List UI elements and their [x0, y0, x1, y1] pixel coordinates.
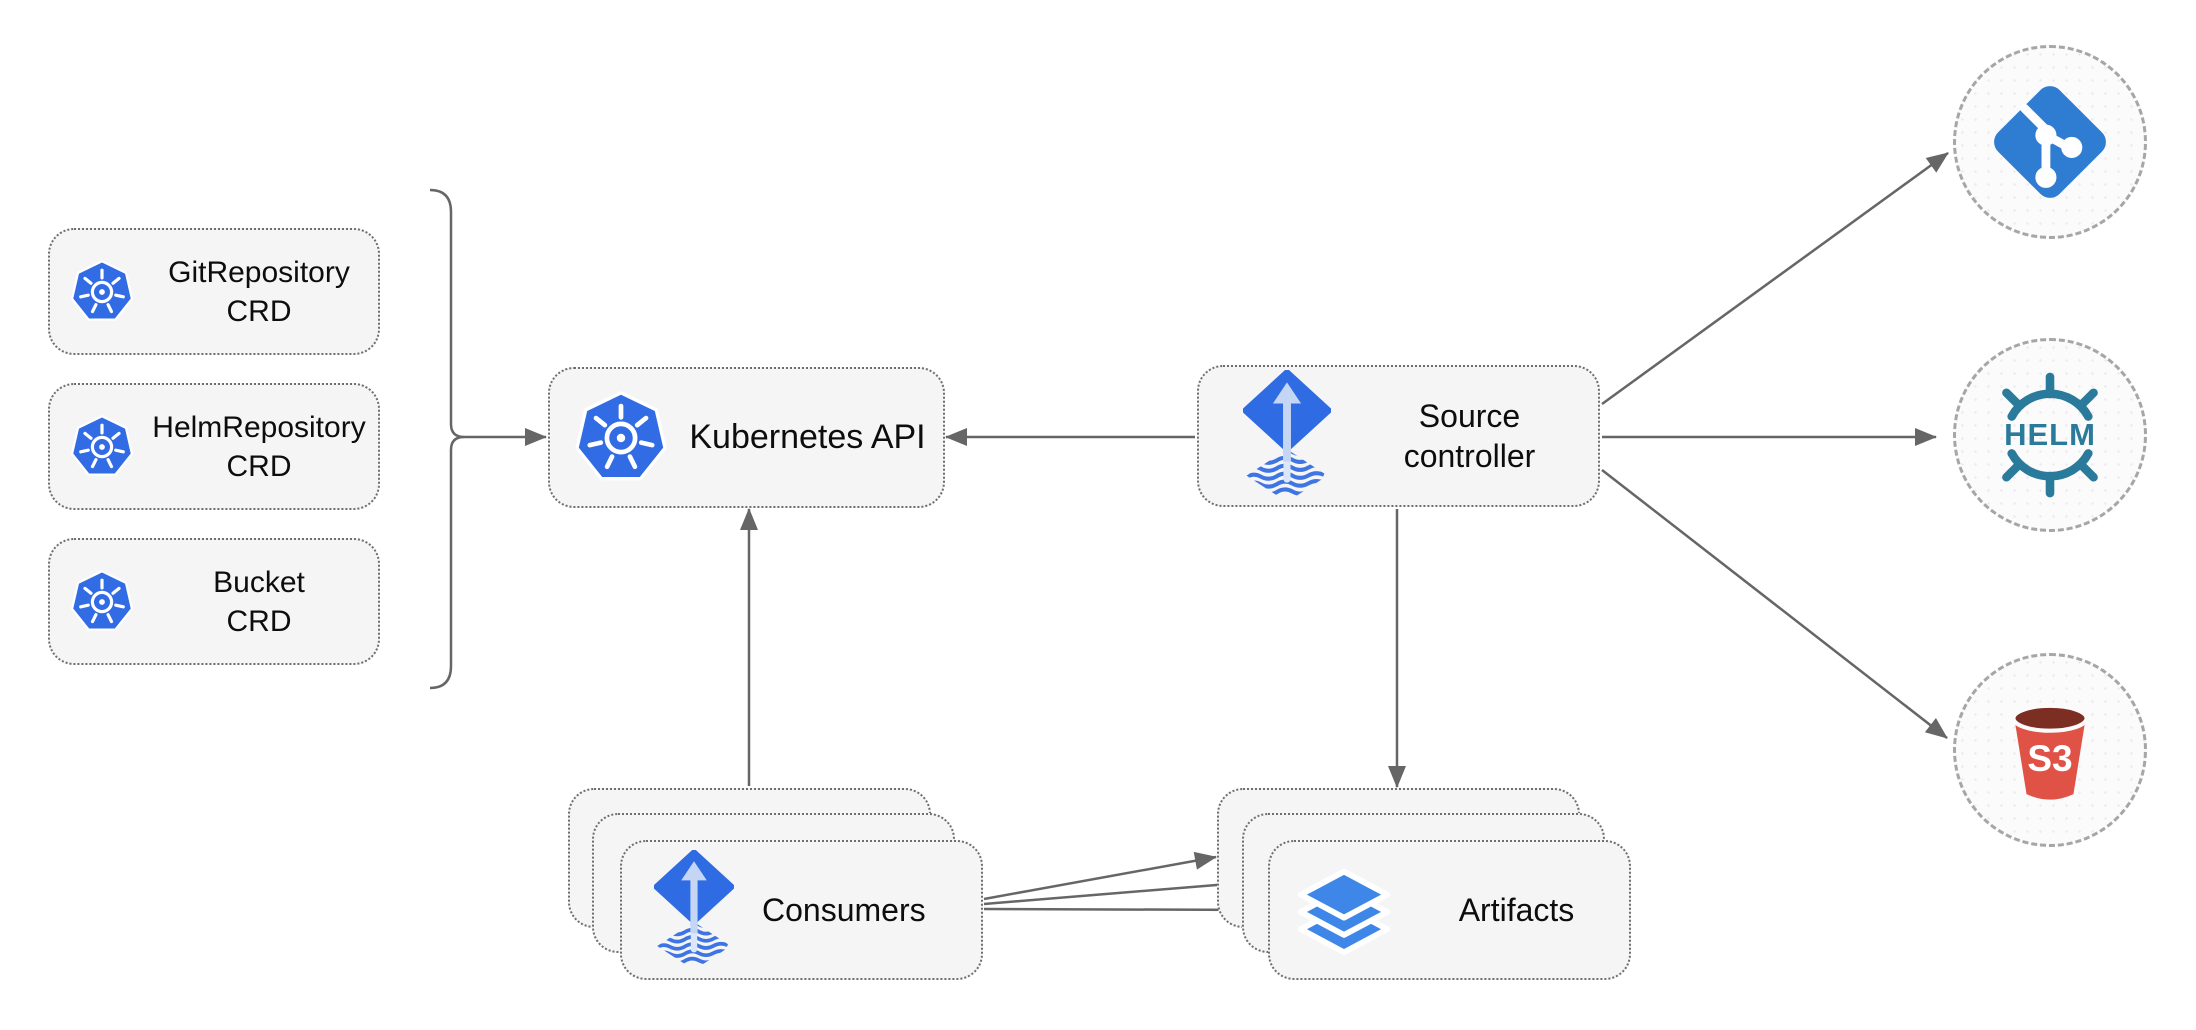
node-label: HelmRepository CRD — [140, 408, 378, 486]
kubernetes-icon — [70, 260, 134, 324]
s3-label: S3 — [2027, 738, 2073, 779]
crd-brace-bottom — [429, 435, 465, 690]
node-bucket-crd: Bucket CRD — [48, 538, 380, 665]
kubernetes-icon — [70, 415, 134, 479]
crd-subtitle: CRD — [226, 449, 292, 483]
external-git-circle — [1953, 45, 2147, 239]
edge-consumers-to-artifacts-1 — [983, 851, 1217, 901]
artifacts-label: Artifacts — [1458, 891, 1575, 928]
node-label: GitRepository CRD — [140, 253, 378, 331]
node-consumers: Consumers — [620, 840, 983, 980]
edge-source-to-git — [1601, 151, 1949, 406]
s3-label-wrap: S3 — [1956, 656, 2144, 844]
node-artifacts: Artifacts — [1268, 840, 1631, 980]
flux-source-icon — [1243, 370, 1331, 502]
crd-title: Bucket — [213, 565, 305, 599]
edge-consumers-to-artifacts-2 — [983, 875, 1242, 906]
kubernetes-api-label: Kubernetes API — [689, 418, 926, 456]
flux-source-icon — [654, 850, 734, 970]
crd-brace-top — [429, 188, 465, 439]
node-gitrepository-crd: GitRepository CRD — [48, 228, 380, 355]
source-controller-line1: Source — [1418, 398, 1521, 434]
kubernetes-icon — [70, 570, 134, 634]
external-s3-circle: S3 — [1953, 653, 2147, 847]
source-controller-line2: controller — [1403, 438, 1536, 474]
crd-title: GitRepository — [168, 255, 350, 289]
node-helmrepository-crd: HelmRepository CRD — [48, 383, 380, 510]
crd-subtitle: CRD — [226, 294, 292, 328]
helm-label-wrap: HELM — [1956, 341, 2144, 529]
layers-icon — [1294, 862, 1394, 958]
helm-label: HELM — [2004, 417, 2096, 452]
node-label: Bucket CRD — [140, 563, 378, 641]
crd-subtitle: CRD — [226, 604, 292, 638]
kubernetes-icon — [574, 391, 668, 485]
node-kubernetes-api: Kubernetes API — [548, 367, 945, 508]
external-helm-circle: HELM — [1953, 338, 2147, 532]
consumers-label: Consumers — [762, 891, 926, 928]
source-controller-label: Source controller — [1341, 396, 1598, 476]
node-source-controller: Source controller — [1197, 365, 1600, 507]
edge-source-to-s3 — [1601, 469, 1948, 739]
git-icon — [1982, 74, 2118, 210]
crd-title: HelmRepository — [152, 410, 366, 444]
